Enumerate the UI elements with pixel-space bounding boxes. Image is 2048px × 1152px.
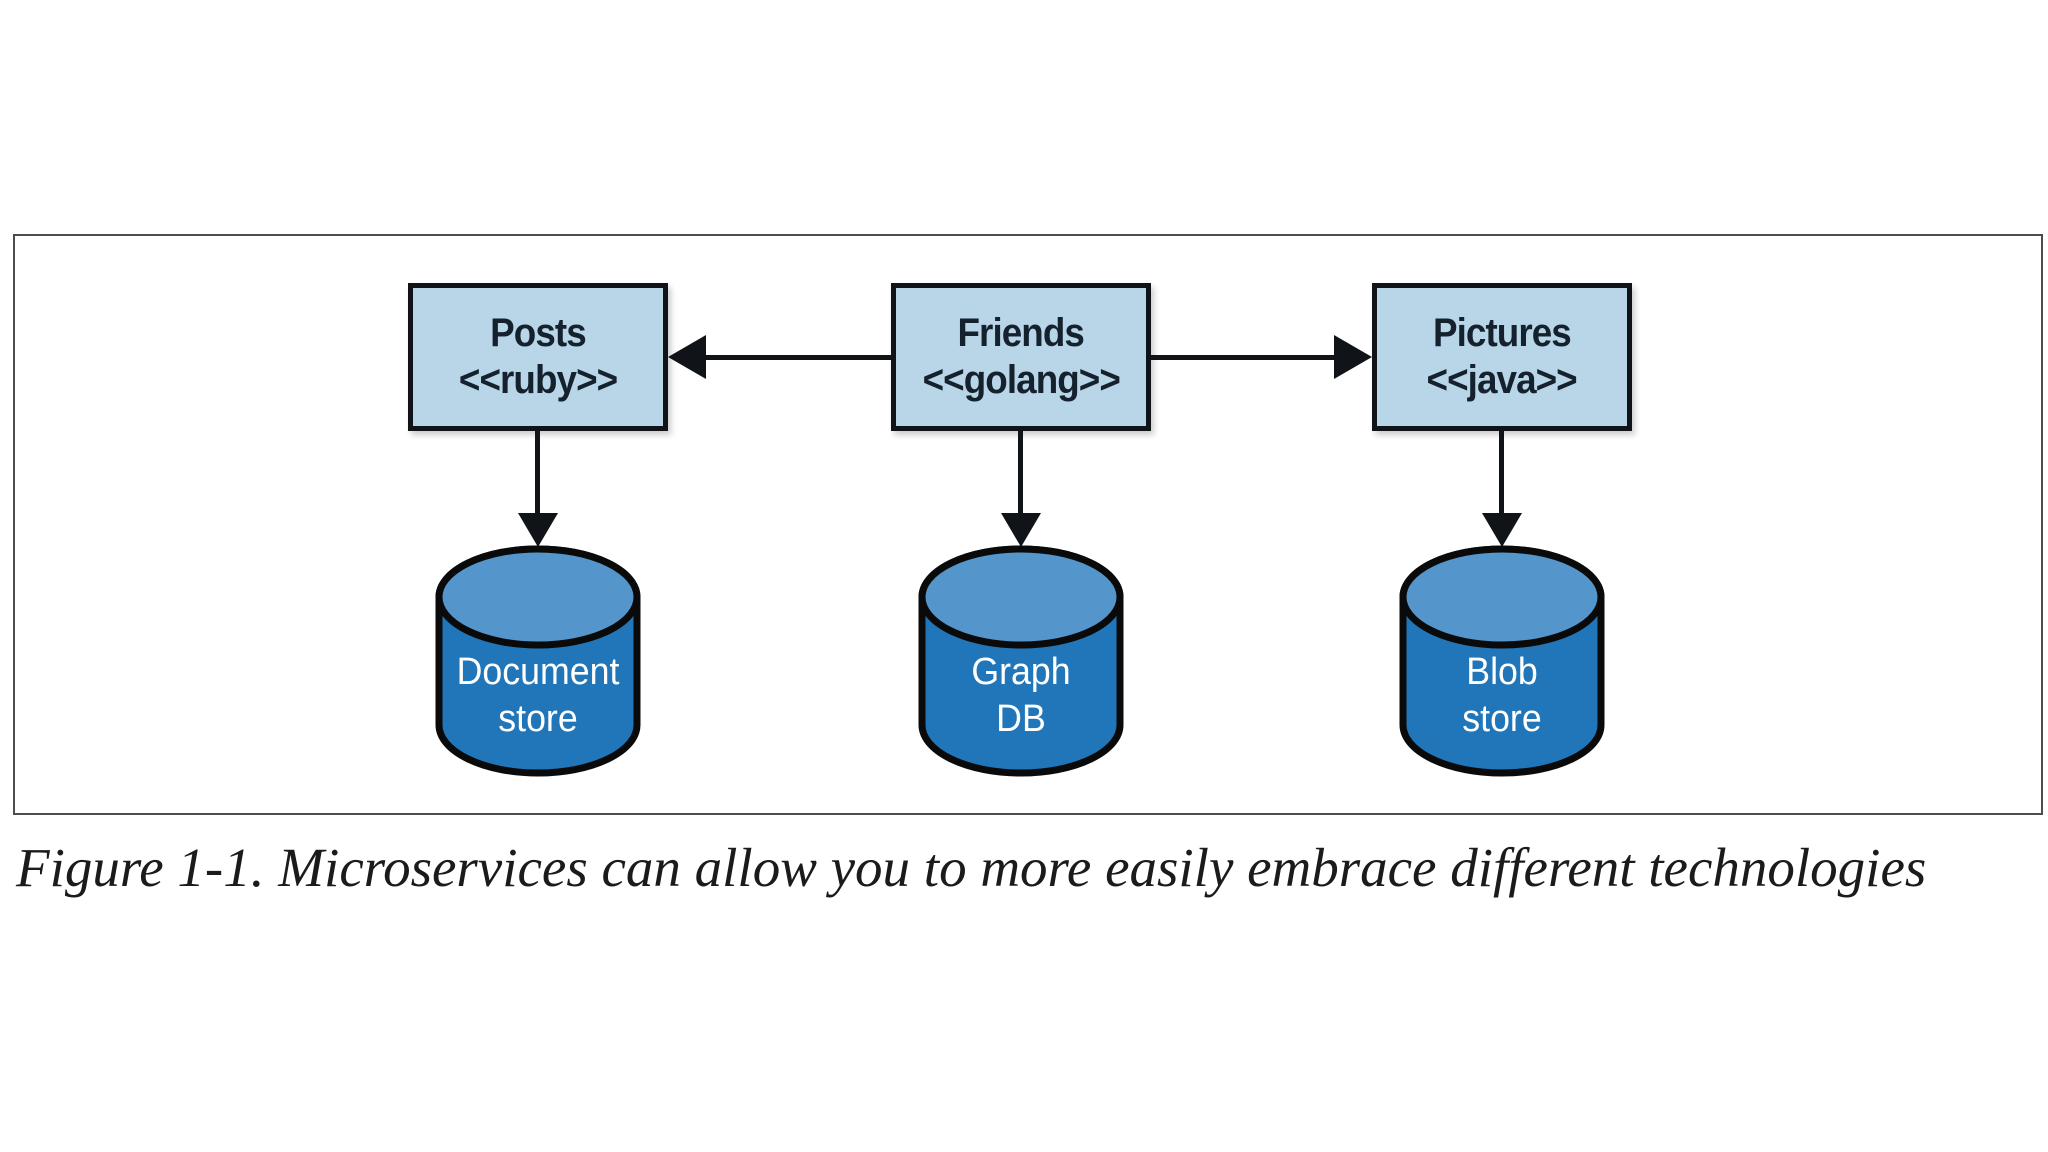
service-name: Pictures <box>1433 310 1572 355</box>
service-box-pictures: Pictures <<java>> <box>1372 283 1632 431</box>
datastore-label-line1: Blob <box>1466 651 1538 693</box>
arrow-line <box>1499 431 1504 517</box>
service-name: Posts <box>490 310 587 355</box>
datastore-blob-store: Blob store <box>1399 545 1605 777</box>
datastore-label-line2: store <box>498 698 578 741</box>
arrow-line <box>1018 431 1023 517</box>
arrow-line <box>535 431 540 517</box>
database-cylinder-icon <box>1399 545 1605 777</box>
arrow-down-icon <box>1001 513 1041 547</box>
arrow-line <box>1151 355 1337 360</box>
arrow-down-icon <box>518 513 558 547</box>
arrow-right-icon <box>1334 335 1372 379</box>
datastore-label-line2: store <box>1462 698 1542 741</box>
datastore-label: Graph DB <box>924 649 1118 743</box>
datastore-label-line2: DB <box>996 698 1046 741</box>
datastore-label: Blob store <box>1405 649 1599 743</box>
datastore-graph-db: Graph DB <box>918 545 1124 777</box>
arrow-down-icon <box>1482 513 1522 547</box>
database-cylinder-icon <box>435 545 641 777</box>
service-stereotype: <<ruby>> <box>458 358 618 402</box>
service-box-posts: Posts <<ruby>> <box>408 283 668 431</box>
service-name: Friends <box>957 310 1085 355</box>
datastore-label: Document store <box>441 649 635 743</box>
datastore-label-line1: Graph <box>971 651 1071 693</box>
figure-caption: Figure 1-1. Microservices can allow you … <box>16 837 1927 898</box>
diagram-frame: Posts <<ruby>> Friends <<golang>> Pictur… <box>13 234 2043 815</box>
service-box-friends: Friends <<golang>> <box>891 283 1151 431</box>
database-cylinder-icon <box>918 545 1124 777</box>
arrow-left-icon <box>668 335 706 379</box>
service-stereotype: <<java>> <box>1426 358 1578 402</box>
service-stereotype: <<golang>> <box>922 358 1120 402</box>
arrow-line <box>703 355 891 360</box>
datastore-label-line1: Document <box>456 651 620 693</box>
datastore-document-store: Document store <box>435 545 641 777</box>
